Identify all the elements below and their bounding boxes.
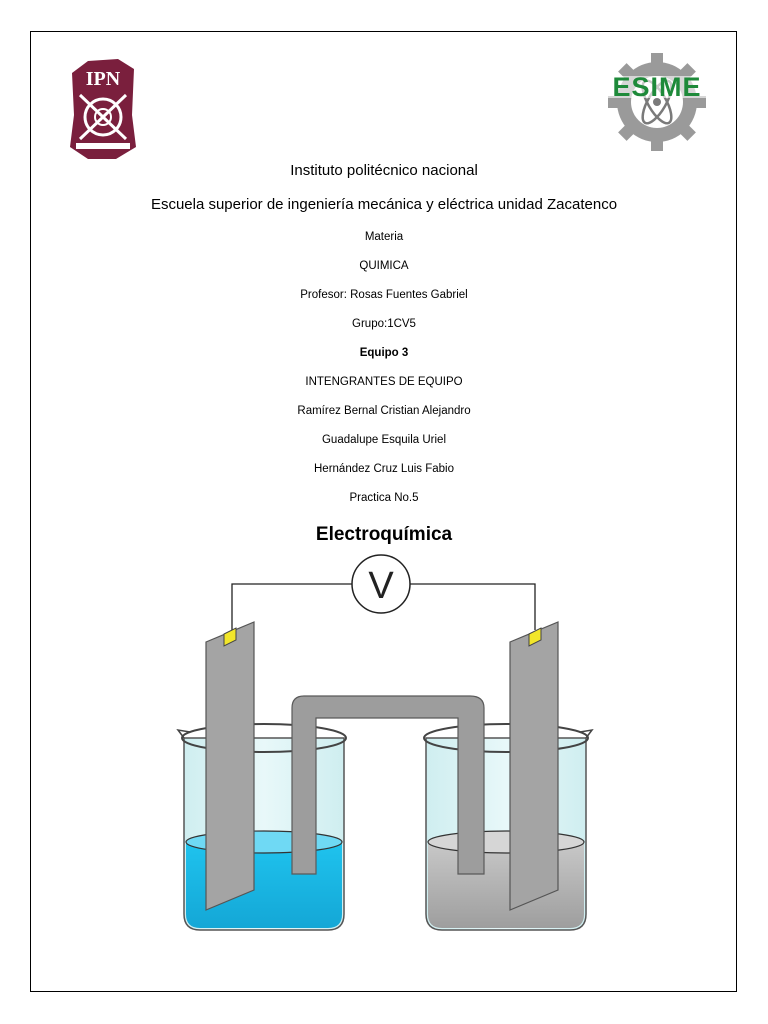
team-label: Equipo 3 bbox=[359, 347, 409, 359]
school-name: Escuela superior de ingeniería mecánica … bbox=[150, 196, 618, 213]
ipn-logo-text: IPN bbox=[86, 68, 121, 90]
materia-label: Materia bbox=[364, 231, 404, 243]
document-title: Electroquímica bbox=[315, 524, 453, 545]
wire-left bbox=[231, 583, 353, 630]
member-name: Ramírez Bernal Cristian Alejandro bbox=[297, 405, 471, 417]
right-electrode bbox=[509, 621, 559, 911]
institute-name: Instituto politécnico nacional bbox=[290, 162, 478, 179]
salt-bridge bbox=[291, 695, 485, 875]
members-heading: INTENGRANTES DE EQUIPO bbox=[305, 376, 463, 388]
left-beaker bbox=[176, 723, 347, 931]
wire-right bbox=[410, 583, 536, 630]
left-electrode bbox=[205, 621, 255, 911]
ipn-logo: IPN bbox=[70, 59, 136, 159]
esime-logo-text: ESIME bbox=[612, 72, 701, 102]
professor-name: Profesor: Rosas Fuentes Gabriel bbox=[300, 289, 468, 301]
member-name: Hernández Cruz Luis Fabio bbox=[314, 463, 454, 475]
esime-logo: ESIME bbox=[604, 53, 710, 151]
member-name: Guadalupe Esquila Uriel bbox=[321, 434, 447, 446]
practice-number: Practica No.5 bbox=[349, 492, 419, 504]
group-label: Grupo:1CV5 bbox=[352, 318, 416, 330]
electrochemical-cell-diagram: V bbox=[176, 554, 594, 931]
subject-name: QUIMICA bbox=[359, 260, 409, 272]
voltmeter: V bbox=[351, 554, 411, 614]
page-border bbox=[30, 31, 737, 992]
right-beaker bbox=[423, 723, 594, 931]
right-electrolyte bbox=[428, 842, 584, 928]
voltmeter-label: V bbox=[368, 565, 394, 607]
